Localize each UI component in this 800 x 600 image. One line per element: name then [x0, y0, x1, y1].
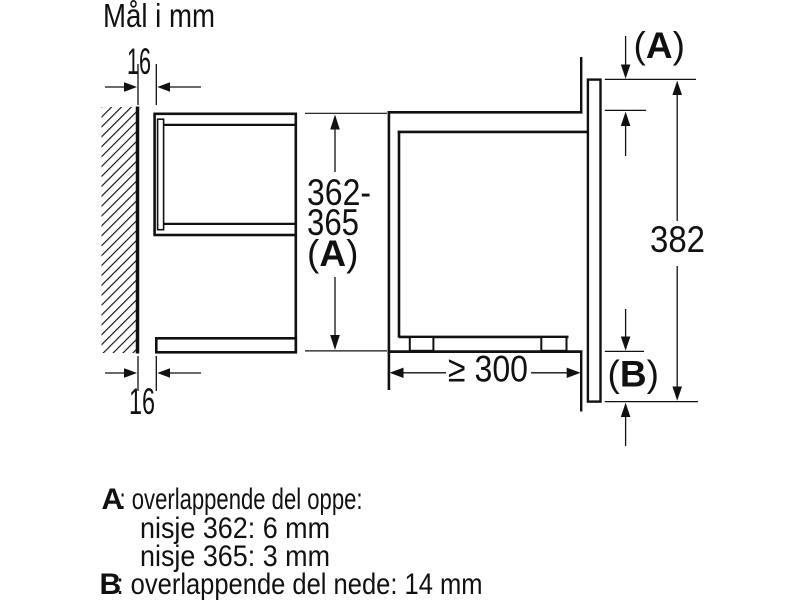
gap-dimension-bottom: 16 [105, 356, 201, 422]
front-lip [156, 118, 165, 231]
arrowhead-up [620, 111, 631, 126]
arrowhead-right [566, 367, 581, 378]
gap-top-value: 16 [127, 41, 151, 82]
gap-dimension-top: 16 [105, 41, 201, 105]
top-assembly-outline [153, 112, 298, 237]
frame-height-value: 382 [650, 219, 705, 260]
arrowhead-left [157, 368, 170, 378]
arrowhead-left [157, 82, 170, 92]
arrowhead-up [620, 402, 631, 417]
page-title: Mål i mm [103, 0, 215, 34]
arrowhead-down [620, 336, 631, 351]
legend-b-text: : overlappende del nede: 14 mm [117, 568, 483, 600]
legend-a-item1: nisje 362: 6 mm [140, 512, 330, 545]
legend-a-text: : overlappende del oppe: [120, 483, 363, 516]
frame-height-dimension: 382 [604, 80, 705, 403]
niche-section-view: 16 16 362- [101, 41, 387, 422]
depth-min-value: ≥ 300 [448, 349, 528, 390]
legend-a-key: A [102, 483, 124, 516]
overlap-top-label-a: (A) [634, 25, 685, 66]
wall-hatching [101, 107, 138, 353]
legend-b-key: B [100, 568, 122, 600]
arrowhead-up [330, 114, 340, 130]
niche-height-dimension: 362- 365 (A) [305, 112, 387, 352]
niche-height-value-line2: 365 [307, 202, 359, 243]
niche-profile [153, 112, 298, 354]
arrowhead-down [672, 386, 682, 401]
arrowhead-down [620, 64, 631, 79]
legend: A : overlappende del oppe: nisje 362: 6 … [100, 483, 483, 600]
appliance-side-view: (A) 382 (B) ≥ 300 [387, 25, 705, 446]
overlap-bottom-dimension: (B) [604, 309, 659, 446]
niche-height-value-line1: 362- [307, 172, 371, 213]
overlap-bottom-label-b: (B) [608, 354, 659, 395]
arrowhead-up [672, 80, 682, 95]
arrowhead-right [124, 368, 137, 378]
overlap-top-dimension: (A) [604, 25, 696, 156]
appliance-foot-front [540, 336, 568, 352]
gap-bottom-value: 16 [129, 381, 155, 422]
arrowhead-down [330, 335, 340, 350]
front-frame [586, 78, 602, 403]
arrowhead-left [389, 367, 404, 378]
legend-a-item2: nisje 365: 3 mm [140, 540, 330, 573]
appliance-outline [397, 130, 588, 352]
arrowhead-right [124, 82, 137, 92]
appliance-foot-rear [408, 336, 435, 352]
niche-height-ref-label-a: (A) [307, 233, 358, 274]
depth-dimension: ≥ 300 [389, 349, 581, 390]
bottom-shelf [155, 336, 298, 354]
